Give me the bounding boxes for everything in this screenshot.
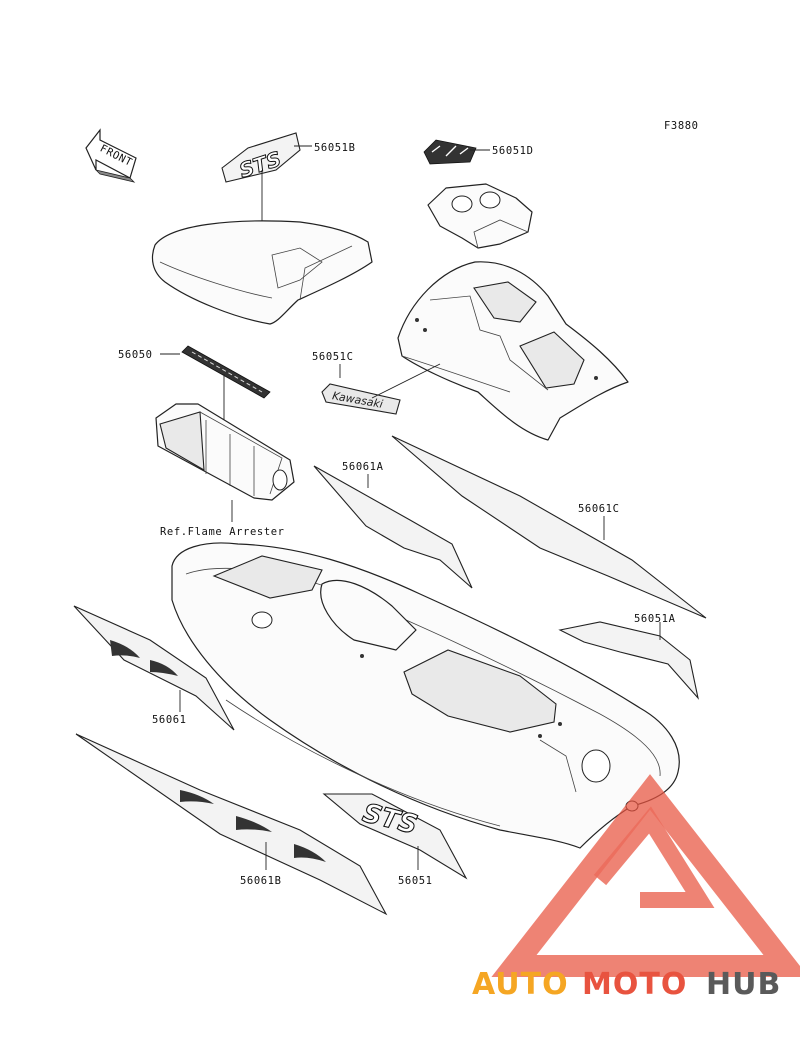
stripe-decal-56061B <box>75 733 388 916</box>
flame-arrester-decal <box>181 345 271 399</box>
flame-arrester-part <box>155 403 295 501</box>
label-56051C: 56051C <box>312 351 354 363</box>
label-56050: 56050 <box>118 349 153 361</box>
label-56061: 56061 <box>152 714 187 726</box>
sts-logo-text-side: STS <box>359 798 420 840</box>
stripe-decal-56061 <box>73 605 235 731</box>
label-56061A: 56061A <box>342 461 384 473</box>
front-arrow-icon: FRONT <box>85 128 137 183</box>
label-56051B: 56051B <box>314 142 356 154</box>
stripe-decal-56061C <box>391 435 707 619</box>
mark-decal-small <box>423 139 477 165</box>
label-56051D: 56051D <box>492 145 534 157</box>
instrument-panel-part <box>427 183 533 249</box>
watermark-auto: AUTO <box>472 967 569 1002</box>
deck-cover-part <box>397 261 629 441</box>
figure-code: F3880 <box>664 120 699 132</box>
watermark-hub: HUB <box>706 967 781 1002</box>
label-56051A: 56051A <box>634 613 676 625</box>
watermark-moto: MOTO <box>582 967 687 1002</box>
label-56061B: 56061B <box>240 875 282 887</box>
label-56061C: 56061C <box>578 503 620 515</box>
hull-part <box>171 542 680 849</box>
kawasaki-decal: Kawasaki <box>321 383 401 415</box>
automotohub-logo-icon <box>491 774 800 977</box>
seat-cover-part <box>151 220 373 325</box>
sts-decal-top: STS <box>221 132 301 183</box>
ref-flame-arrester-note: Ref.Flame Arrester <box>160 526 285 538</box>
side-decal-56051A <box>558 621 699 700</box>
label-56051: 56051 <box>398 875 433 887</box>
stripe-decal-56061A <box>313 465 473 589</box>
